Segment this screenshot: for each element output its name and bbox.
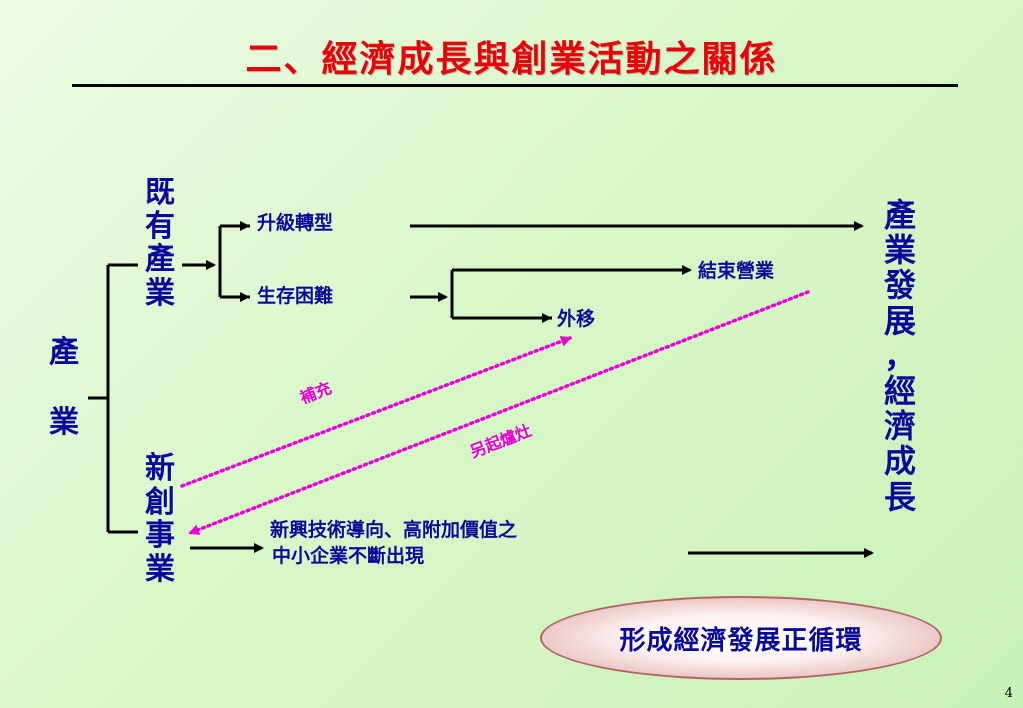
- existing-industry-char: 既: [145, 175, 175, 210]
- existing-split-bracket: [218, 224, 250, 299]
- outcome-char: 經: [883, 371, 916, 410]
- new-venture-char: 創: [145, 484, 175, 520]
- supplement-dotted-arrow: [180, 336, 572, 488]
- survival-label: 生存困難: [257, 285, 334, 307]
- outcome-char: 展: [883, 301, 916, 340]
- relocation-label: 外移: [557, 308, 596, 330]
- new-venture-char: 業: [145, 551, 175, 587]
- existing-industry-node: 既 有 產 業: [140, 176, 180, 310]
- industry-char: 產: [49, 335, 79, 370]
- new-sme-label-line2: 中小企業不斷出現: [272, 545, 425, 567]
- existing-industry-char: 產: [145, 242, 175, 278]
- industry-bracket: [88, 263, 138, 534]
- page-number: 4: [1004, 686, 1013, 701]
- existing-industry-char: 業: [145, 275, 175, 311]
- new-venture-node: 新 創 事 業: [140, 452, 180, 586]
- outcome-node: 產 業 發 展 ， 經 濟 成 長: [878, 196, 922, 516]
- outcome-char: ，: [883, 336, 916, 375]
- cycle-label: 形成經濟發展正循環: [619, 625, 863, 656]
- outcome-char: 長: [883, 477, 916, 516]
- outcome-char: 成: [883, 442, 916, 481]
- industry-node: 產 業: [44, 338, 84, 438]
- new-venture-char: 新: [145, 451, 175, 486]
- closure-label: 結束營業: [698, 260, 775, 282]
- title-underline: [72, 84, 958, 87]
- restart-dotted-arrow: [188, 290, 810, 535]
- outcome-char: 產: [883, 196, 916, 234]
- new-sme-label-line1: 新興技術導向、高附加價值之: [270, 519, 518, 541]
- page-title: 二、經濟成長與創業活動之關係: [245, 38, 778, 80]
- industry-char: 業: [49, 405, 79, 440]
- new-venture-char: 事: [145, 518, 175, 554]
- outcome-char: 業: [883, 231, 916, 270]
- existing-industry-char: 有: [145, 208, 175, 244]
- upgrade-label: 升級轉型: [257, 212, 334, 234]
- outcome-char: 發: [883, 266, 916, 305]
- cycle-oval: 形成經濟發展正循環: [540, 596, 942, 680]
- outcome-char: 濟: [883, 407, 916, 446]
